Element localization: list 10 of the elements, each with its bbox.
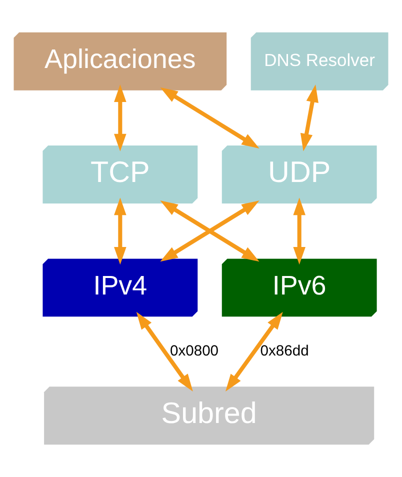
arrow <box>160 87 260 148</box>
arrow <box>114 198 126 265</box>
arrow <box>160 200 260 262</box>
edge-label: 0x86dd <box>260 343 309 360</box>
arrow <box>293 198 306 265</box>
edge-label: 0x0800 <box>170 343 219 360</box>
arrow <box>114 84 126 152</box>
arrow <box>225 312 283 392</box>
arrow <box>300 84 318 152</box>
arrow <box>136 312 193 392</box>
